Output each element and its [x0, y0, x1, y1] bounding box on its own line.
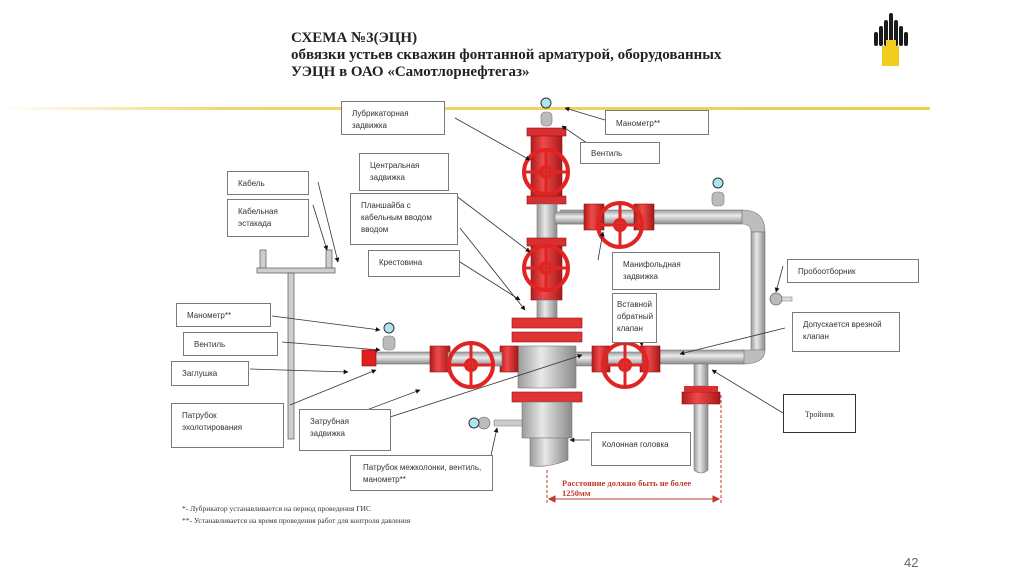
label-insert-check-valve: Вставной обратный клапан [612, 293, 657, 343]
header-divider [0, 107, 930, 110]
annulus-line [361, 322, 436, 367]
rosneft-logo-icon [874, 13, 908, 66]
label-cross: Крестовина [368, 250, 460, 277]
lubricator-handwheel [522, 148, 570, 196]
label-plug: Заглушка [171, 361, 249, 386]
label-central-valve: Центральная задвижка [359, 153, 449, 191]
footnotes: *- Лубрикатор устанавливается на период … [182, 503, 410, 527]
label-tee: Тройник [783, 394, 856, 433]
label-valve-top: Вентиль [580, 142, 660, 164]
label-cable: Кабель [227, 171, 309, 195]
label-pressure-gauge-top: Манометр** [605, 110, 709, 135]
title-line-3: УЭЦН в ОАО «Самотлорнефтегаз» [291, 64, 530, 80]
distance-note: Расстояние должно быть не более 1250мм [562, 478, 692, 498]
label-valve-left: Вентиль [183, 332, 278, 356]
label-sampler: Пробоотборник [787, 259, 919, 283]
label-lubricator-valve: Лубрикаторная задвижка [341, 101, 445, 135]
slide-title: СХЕМА №3(ЭЦН) обвязки устьев скважин фон… [291, 30, 721, 81]
label-plate-cable-entry: Планшайба с кабельным вводом вводом [350, 193, 458, 245]
footnote-2: **- Устанавливается на время проведения … [182, 516, 411, 525]
page-number: 42 [904, 555, 919, 570]
label-manifold-valve: Манифольдная задвижка [612, 252, 720, 290]
label-intercasing-pipe: Патрубок межколонки, вентиль, манометр** [350, 455, 493, 491]
label-casing-head: Колонная головка [591, 432, 691, 466]
footnote-1: *- Лубрикатор устанавливается на период … [182, 504, 371, 513]
distance-dimension [546, 395, 722, 505]
central-handwheel [522, 244, 570, 292]
handwheels [447, 148, 649, 389]
title-line-1: СХЕМА №3(ЭЦН) [291, 30, 418, 46]
cable-rack [256, 249, 336, 440]
label-tie-in-valve: Допускается врезной клапан [792, 312, 900, 352]
manifold-pipe [559, 209, 793, 474]
label-annulus-valve: Затрубная задвижка [299, 409, 391, 451]
right-handwheel [601, 341, 649, 389]
annulus-handwheel [447, 341, 495, 389]
label-echo-pipe: Патрубок эхолотирования [171, 403, 284, 448]
manifold-handwheel [596, 201, 644, 249]
title-line-2: обвязки устьев скважин фонтанной арматур… [291, 47, 722, 63]
label-cable-rack: Кабельная эстакада [227, 199, 309, 237]
label-gauge-left: Манометр** [176, 303, 271, 327]
